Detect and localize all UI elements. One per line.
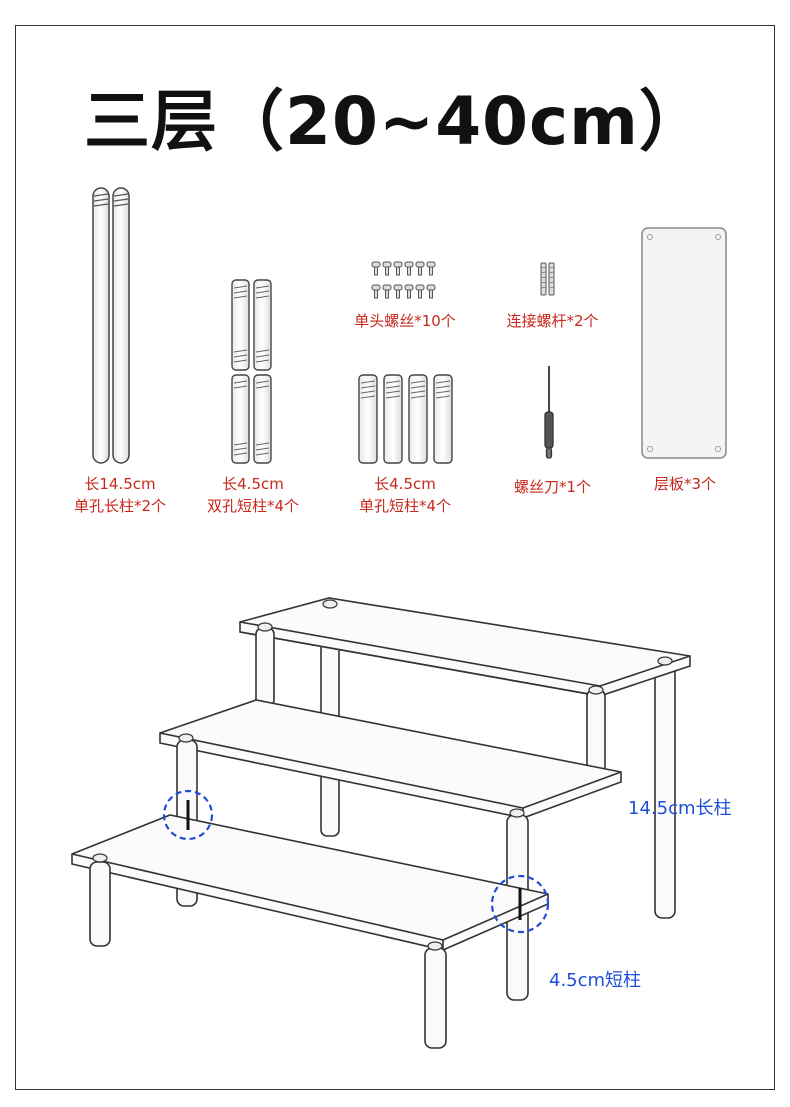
part-label-long-pillar: 长14.5cm 单孔长柱*2个 — [55, 473, 185, 517]
part-name: 双孔短柱*4个 — [206, 497, 300, 515]
single-hole-pillar-icon — [358, 374, 453, 464]
screw-icon — [371, 261, 436, 299]
part-label-screws: 单头螺丝*10个 — [335, 310, 475, 332]
part-name: 连接螺杆*2个 — [506, 312, 599, 330]
assembled-stand-illustration — [71, 597, 691, 1049]
part-length: 长4.5cm — [374, 475, 436, 493]
part-name: 单孔短柱*4个 — [358, 497, 452, 515]
part-name: 螺丝刀*1个 — [513, 478, 592, 496]
page-title: 三层（20~40cm） — [84, 83, 706, 160]
part-length: 长4.5cm — [222, 475, 284, 493]
part-name: 层板*3个 — [653, 475, 717, 493]
page-frame — [15, 25, 775, 1090]
part-label-double-hole-pillar: 长4.5cm 双孔短柱*4个 — [188, 473, 318, 517]
part-label-single-hole-pillar: 长4.5cm 单孔短柱*4个 — [335, 473, 475, 517]
callout-circle-icon — [162, 789, 550, 934]
part-name: 单头螺丝*10个 — [354, 312, 456, 330]
short-pillar-callout: 4.5cm短柱 — [549, 970, 642, 991]
part-length: 长14.5cm — [84, 475, 156, 493]
part-label-screwdriver: 螺丝刀*1个 — [490, 476, 615, 498]
panel-icon — [641, 227, 727, 459]
part-label-panel: 层板*3个 — [625, 473, 745, 495]
part-name: 单孔长柱*2个 — [73, 497, 167, 515]
long-pillar-callout: 14.5cm长柱 — [628, 798, 732, 819]
part-label-connecting-rod: 连接螺杆*2个 — [485, 310, 620, 332]
connecting-rod-icon — [540, 262, 555, 296]
long-pillar-icon — [92, 187, 130, 464]
screwdriver-icon — [544, 366, 554, 459]
double-hole-pillar-icon — [231, 279, 272, 464]
